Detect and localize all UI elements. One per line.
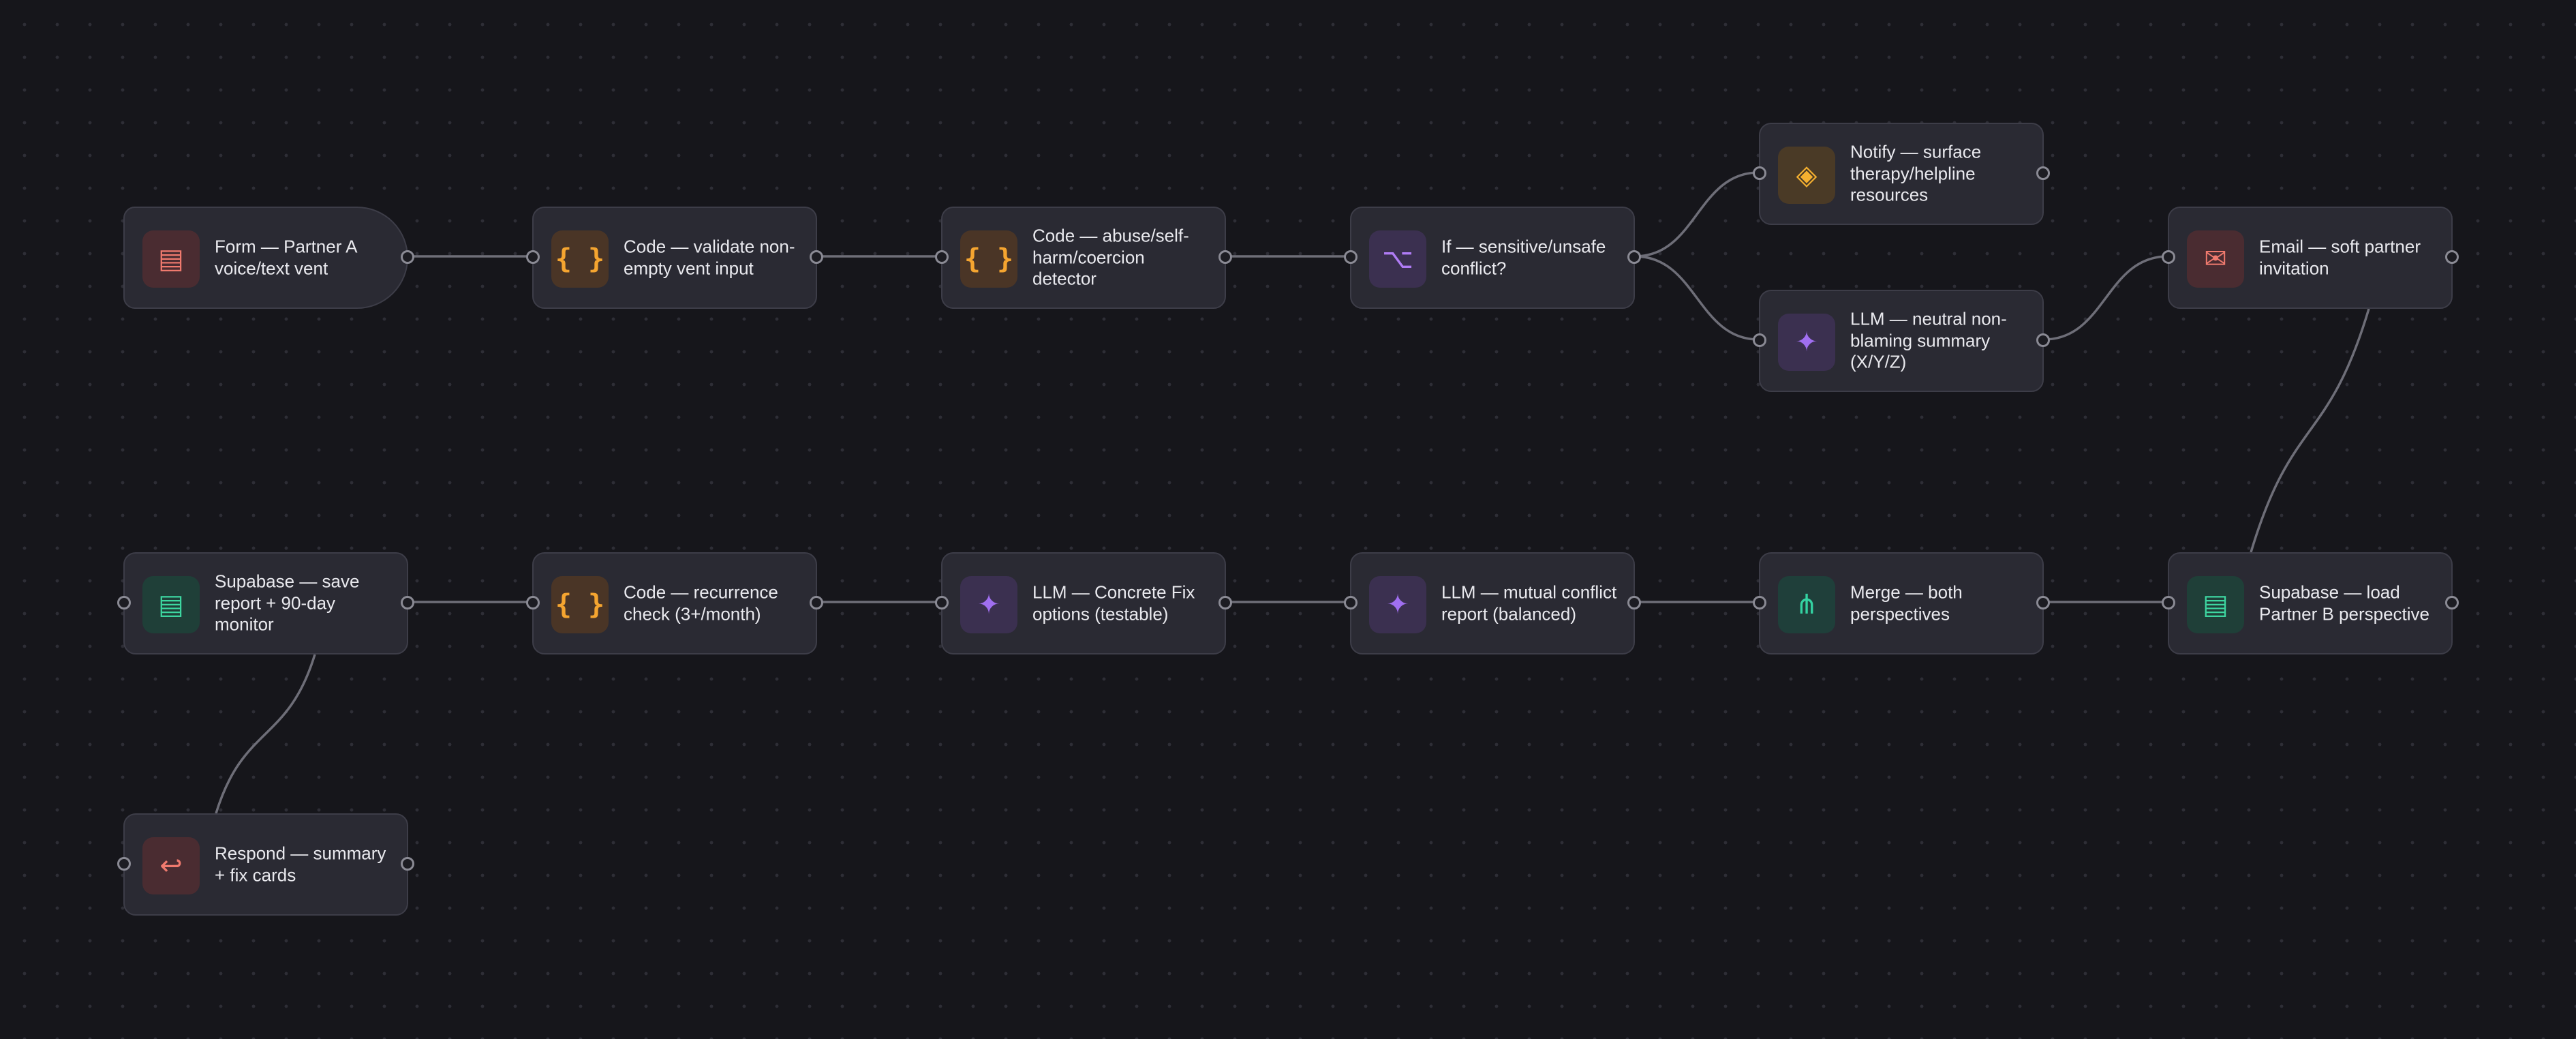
code-icon: { } [551,230,609,288]
output-port[interactable] [810,596,823,609]
input-port[interactable] [935,596,949,609]
node-label: Code — abuse/self-harm/coercion detector [1032,225,1189,289]
workflow-node-n8[interactable]: ▤ Supabase — save report + 90-day monitor [117,552,414,654]
notify-icon: ◈ [1778,147,1835,204]
output-port[interactable] [2036,166,2050,180]
connection-line [2250,308,2370,553]
workflow-node-n4[interactable]: ⌥ If — sensitive/unsafe conflict? [1344,207,1641,309]
node-label: Supabase — load Partner B perspective [2259,582,2430,624]
output-port[interactable] [2036,596,2050,609]
workflow-node-n10[interactable]: ✦ LLM — Concrete Fix options (testable) [935,552,1232,654]
node-label: Code — validate non-empty vent input [624,236,795,278]
node-label: Supabase — save report + 90-day monitor [215,571,360,635]
node-label: LLM — neutral non-blaming summary (X/Y/Z… [1850,308,2007,372]
form-icon: ▤ [142,230,200,288]
workflow-node-n6[interactable]: ✦ LLM — neutral non-blaming summary (X/Y/… [1753,290,2050,392]
workflow-node-n5[interactable]: ◈ Notify — surface therapy/helpline resou… [1753,123,2050,225]
workflow-node-n9[interactable]: { } Code — recurrence check (3+/month) [526,552,823,654]
workflow-node-n11[interactable]: ✦ LLM — mutual conflict report (balanced) [1344,552,1641,654]
output-port[interactable] [401,250,414,264]
respond-icon: ↩ [142,837,200,894]
input-port[interactable] [1753,166,1766,180]
node-label: Merge — both perspectives [1850,582,1963,624]
node-label: Form — Partner A voice/text vent [215,236,357,278]
input-port[interactable] [1344,596,1358,609]
workflow-node-n7[interactable]: ✉ Email — soft partner invitation [2162,207,2459,309]
connection-line [1634,171,1760,258]
connection-line [1634,255,1760,341]
output-port[interactable] [2036,333,2050,347]
input-port[interactable] [2162,250,2175,264]
node-label: Notify — surface therapy/helpline resour… [1850,141,1982,205]
node-label: Email — soft partner invitation [2259,236,2421,278]
input-port[interactable] [526,596,540,609]
input-port[interactable] [935,250,949,264]
input-port[interactable] [1344,250,1358,264]
node-label: Code — recurrence check (3+/month) [624,582,778,624]
node-label: Respond — summary + fix cards [215,843,386,885]
input-port[interactable] [1753,596,1766,609]
workflow-node-n2[interactable]: { } Code — validate non-empty vent input [526,207,823,309]
email-icon: ✉ [2187,230,2244,288]
output-port[interactable] [1218,250,1232,264]
workflow-node-n14[interactable]: ↩ Respond — summary + fix cards [117,813,414,916]
input-port[interactable] [117,596,131,609]
workflow-node-n12[interactable]: ⋔ Merge — both perspectives [1753,552,2050,654]
code-icon: { } [960,230,1017,288]
input-port[interactable] [2162,596,2175,609]
node-label: LLM — Concrete Fix options (testable) [1032,582,1195,624]
workflow-node-n1[interactable]: ▤ Form — Partner A voice/text vent [123,207,414,309]
database-icon: ▤ [2187,576,2244,633]
output-port[interactable] [401,857,414,871]
node-label: LLM — mutual conflict report (balanced) [1441,582,1617,624]
connection-line [215,654,316,814]
output-port[interactable] [1627,596,1641,609]
output-port[interactable] [2445,250,2459,264]
node-label: If — sensitive/unsafe conflict? [1441,236,1606,278]
output-port[interactable] [1627,250,1641,264]
code-icon: { } [551,576,609,633]
output-port[interactable] [1218,596,1232,609]
workflow-node-n13[interactable]: ▤ Supabase — load Partner B perspective [2162,552,2459,654]
output-port[interactable] [2445,596,2459,609]
sparkle-icon: ✦ [960,576,1017,633]
branch-icon: ⌥ [1369,230,1426,288]
connection-line [2043,255,2168,341]
input-port[interactable] [1753,333,1766,347]
output-port[interactable] [810,250,823,264]
merge-icon: ⋔ [1778,576,1835,633]
workflow-node-n3[interactable]: { } Code — abuse/self-harm/coercion detec… [935,207,1232,309]
output-port[interactable] [401,596,414,609]
sparkle-icon: ✦ [1778,314,1835,371]
database-icon: ▤ [142,576,200,633]
input-port[interactable] [117,857,131,871]
input-port[interactable] [526,250,540,264]
sparkle-icon: ✦ [1369,576,1426,633]
